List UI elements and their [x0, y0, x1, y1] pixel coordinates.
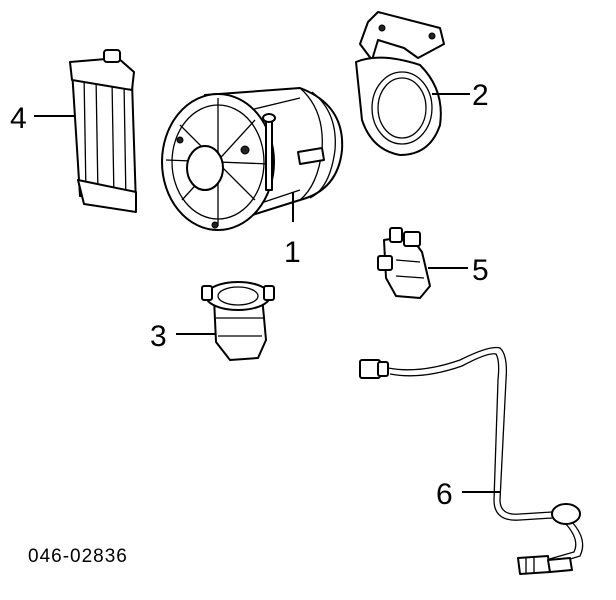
callout-2-group: 2 [432, 79, 489, 112]
part-check-valve [201, 281, 275, 361]
part-solenoid-valve [377, 227, 431, 299]
callout-3: 3 [150, 320, 167, 353]
callout-6: 6 [436, 478, 453, 511]
callout-4-group: 4 [10, 102, 74, 135]
callout-1: 1 [284, 236, 301, 269]
callout-2: 2 [472, 79, 489, 112]
callout-5: 5 [472, 254, 489, 287]
callout-3-group: 3 [150, 320, 216, 353]
part-oxygen-sensor-harness [359, 346, 584, 575]
callout-5-group: 5 [428, 254, 489, 287]
callout-6-group: 6 [436, 478, 500, 511]
callout-4: 4 [10, 102, 27, 135]
part-gasket-bracket [355, 11, 445, 156]
part-filter-housing [69, 49, 137, 213]
diagram-code: 046-02836 [28, 546, 128, 567]
part-air-pump [161, 87, 344, 231]
callout-1-group: 1 [284, 192, 301, 269]
